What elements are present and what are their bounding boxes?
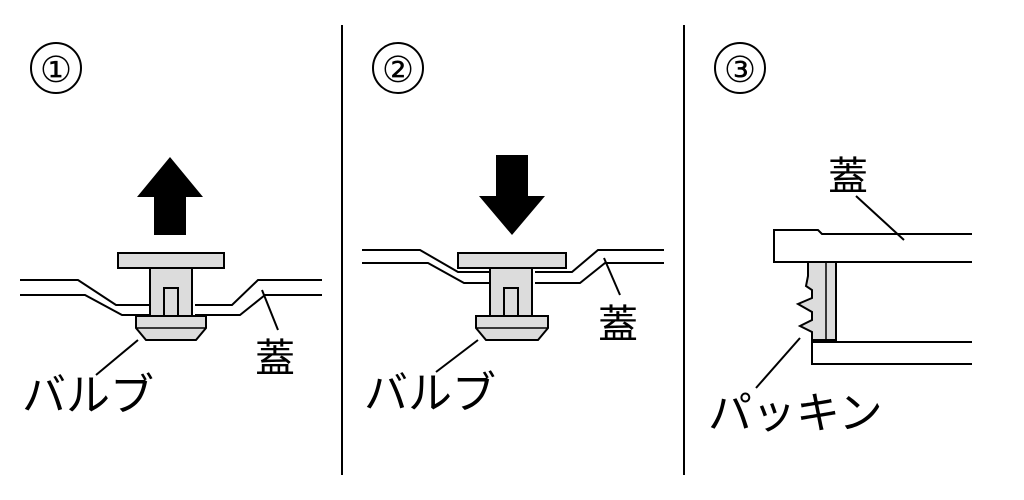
- step-number-circle: [30, 42, 82, 94]
- lid-outline: [362, 249, 664, 284]
- leader-lid: [603, 257, 621, 296]
- label-lid: 蓋: [828, 154, 868, 200]
- leader-bulb: [95, 339, 139, 376]
- lower-board: [811, 341, 972, 365]
- label-bulb: バルブ: [22, 370, 154, 421]
- label-lid: 蓋: [598, 302, 638, 348]
- panel-2: ② バルブ 蓋: [362, 42, 664, 419]
- label-gasket: パッキン: [708, 388, 883, 439]
- lid-outline: [20, 279, 322, 316]
- valve-stem: [489, 267, 533, 317]
- step-number: ③: [724, 50, 756, 91]
- step-number-circle: [372, 42, 424, 94]
- lid-board: [773, 229, 972, 263]
- step-number: ①: [40, 50, 72, 91]
- leader-lid: [261, 289, 279, 331]
- leader-bulb: [435, 339, 479, 373]
- leader-gasket: [755, 337, 801, 389]
- label-bulb: バルブ: [364, 368, 496, 419]
- panel-3: ③ 蓋 パッキン: [708, 42, 972, 439]
- label-lid: 蓋: [255, 336, 295, 382]
- gasket: [795, 261, 837, 341]
- valve-cap: [117, 252, 225, 269]
- step-number-circle: [714, 42, 766, 94]
- step-number: ②: [382, 50, 414, 91]
- valve-cap: [457, 252, 567, 269]
- valve-stem: [149, 267, 193, 317]
- arrow-down-icon: [479, 155, 545, 235]
- panel-1: ① バルブ 蓋: [20, 42, 322, 421]
- leader-lid: [855, 195, 905, 241]
- arrow-up-icon: [137, 157, 203, 235]
